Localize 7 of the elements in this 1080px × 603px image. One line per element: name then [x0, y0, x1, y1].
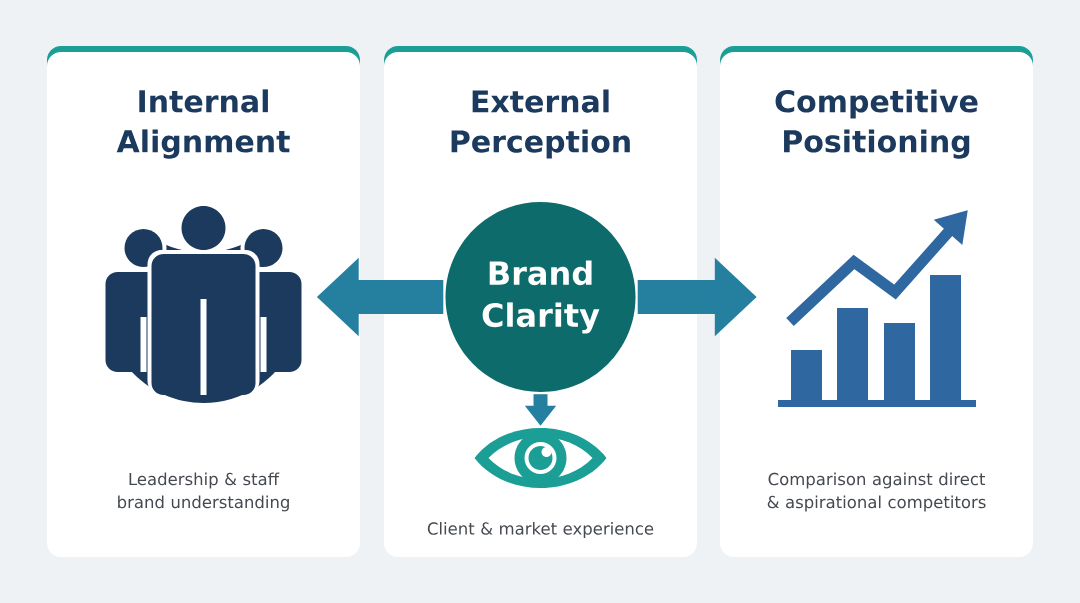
card-text: Leadership & staff brand understanding [118, 472, 289, 512]
card-text: Comparison against direct & aspirational competitors [767, 472, 986, 512]
card-text: Client & market experience [427, 522, 654, 538]
eye-icon [474, 428, 607, 488]
card-heading: External Perception [451, 89, 630, 159]
card-heading: Competitive Positioning [775, 89, 978, 159]
card-heading: Internal Alignment [116, 89, 290, 159]
